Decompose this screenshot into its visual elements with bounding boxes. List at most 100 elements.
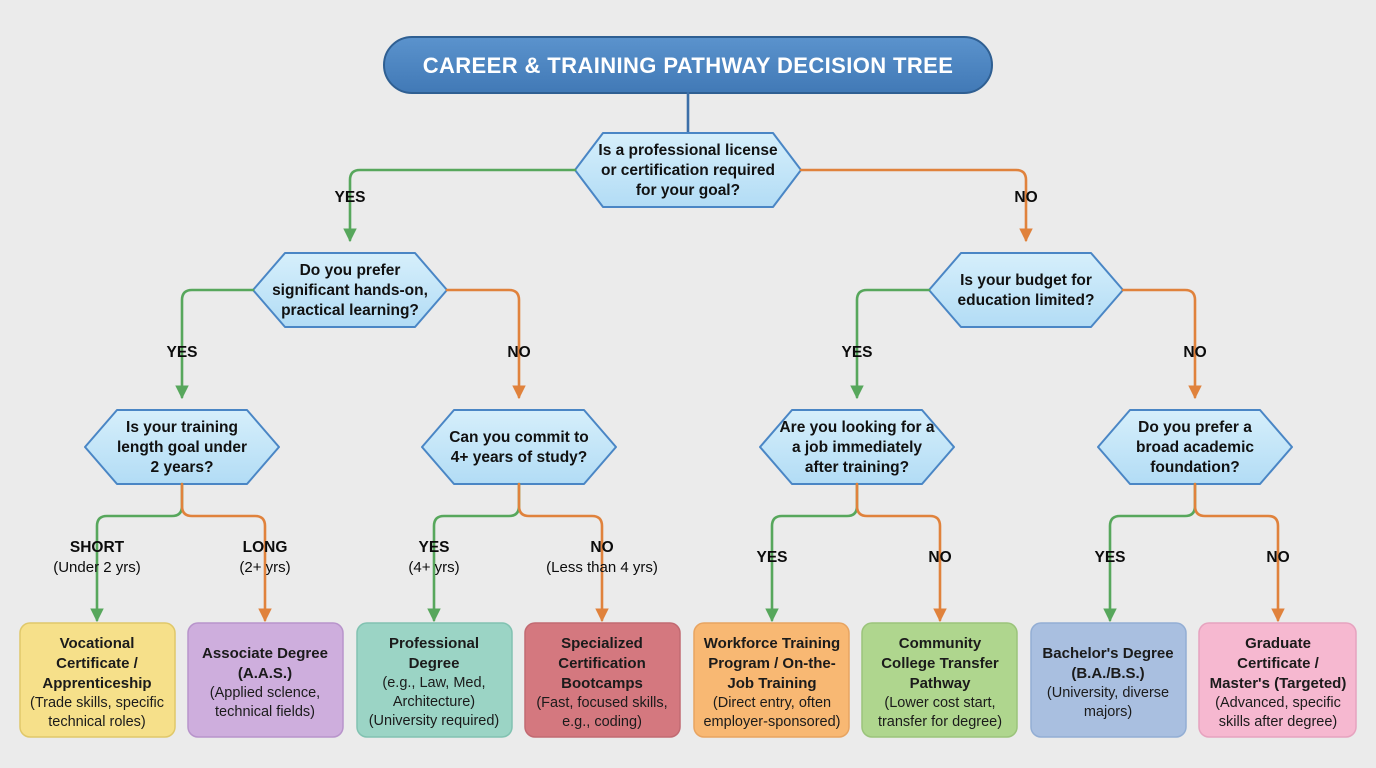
outcome-title-line-3: Apprenticeship — [42, 675, 151, 692]
decision-line-1: Is your budget for — [960, 272, 1092, 289]
decision-node-broad-academic[interactable]: Do you prefer a broad academic foundatio… — [1097, 409, 1293, 485]
outcome-graduate-certificate-masters[interactable]: Graduate Certificate / Master's (Targete… — [1198, 622, 1357, 738]
decision-line-1: Can you commit to — [449, 429, 589, 446]
edge-label-budget-yes: YES — [841, 344, 872, 361]
outcome-title-line-1: Vocational — [60, 635, 135, 652]
outcome-associate-degree[interactable]: Associate Degree (A.A.S.) (Applied sclen… — [187, 622, 344, 738]
outcome-bachelors-degree[interactable]: Bachelor's Degree (B.A./B.S.) (Universit… — [1030, 622, 1187, 738]
outcome-sub-line-2: transfer for degree) — [878, 714, 1002, 730]
outcome-title-line-2: (B.A./B.S.) — [1071, 665, 1144, 682]
outcome-professional-degree[interactable]: Professional Degree (e.g., Law, Med, Arc… — [356, 622, 513, 738]
edge-sublabel-commit-yes: (4+ yrs) — [408, 559, 459, 576]
outcome-title-line-2: Certificate / — [1237, 655, 1320, 672]
outcome-title-line-1: Graduate — [1245, 635, 1311, 652]
decision-line-1: Are you looking for a — [779, 419, 934, 436]
outcome-title-line-1: Associate Degree — [202, 645, 328, 662]
decision-node-training-length[interactable]: Is your training length goal under 2 yea… — [84, 409, 280, 485]
title-banner: CAREER & TRAINING PATHWAY DECISION TREE — [383, 36, 993, 94]
connector-handson-no — [445, 288, 526, 400]
decision-line-1: Is a professional license — [598, 142, 778, 159]
edge-label-handson-no: NO — [507, 344, 530, 361]
outcome-title-line-1: Workforce Training — [704, 635, 840, 652]
outcome-sub-line-2: skills after degree) — [1219, 714, 1337, 730]
outcome-title-line-3: Bootcamps — [561, 675, 643, 692]
outcome-box-shape — [524, 622, 681, 738]
outcome-title-line-3: Pathway — [910, 675, 972, 692]
decision-line-3: 2 years? — [151, 459, 214, 476]
outcome-specialized-certification-bootcamps[interactable]: Specialized Certification Bootcamps (Fas… — [524, 622, 681, 738]
decision-line-3: foundation? — [1150, 459, 1240, 476]
outcome-title-line-2: Certificate / — [56, 655, 139, 672]
outcome-sub-line-2: technical roles) — [48, 714, 146, 730]
decision-line-2: broad academic — [1136, 439, 1254, 456]
connector-broad-no — [1193, 482, 1285, 623]
edge-label-commit-yes: YES — [418, 539, 449, 556]
edge-label-job-yes: YES — [756, 549, 787, 566]
outcome-sub-line-1: (Direct entry, often — [713, 695, 831, 711]
outcome-title-line-2: (A.A.S.) — [238, 665, 292, 682]
outcome-sub-line-2: technical fields) — [215, 704, 315, 720]
decision-line-2: education limited? — [958, 292, 1095, 309]
connector-handson-yes — [175, 288, 255, 400]
outcome-title-line-2: College Transfer — [881, 655, 999, 672]
outcome-box-shape — [187, 622, 344, 738]
decision-line-2: a job immediately — [792, 439, 922, 456]
outcome-workforce-training-program[interactable]: Workforce Training Program / On-the- Job… — [693, 622, 850, 738]
edge-label-length-long: LONG — [243, 539, 288, 556]
edge-label-budget-no: NO — [1183, 344, 1206, 361]
decision-line-3: after training? — [805, 459, 909, 476]
outcome-box-shape — [693, 622, 850, 738]
decision-node-license-required[interactable]: Is a professional license or certificati… — [574, 132, 802, 208]
outcome-community-college-transfer-pathway[interactable]: Community College Transfer Pathway (Lowe… — [861, 622, 1018, 738]
outcome-sub-line-2: e.g., coding) — [562, 714, 642, 730]
page-title: CAREER & TRAINING PATHWAY DECISION TREE — [423, 53, 954, 78]
decision-node-job-immediately[interactable]: Are you looking for a a job immediately … — [759, 409, 955, 485]
edge-label-broad-no: NO — [1266, 549, 1289, 566]
outcome-title-line-3: Master's (Targeted) — [1210, 675, 1347, 692]
outcome-sub-line-1: (Trade skills, specific — [30, 695, 164, 711]
decision-line-3: practical learning? — [281, 302, 419, 319]
connector-root-yes — [343, 168, 577, 243]
edge-label-commit-no: NO — [590, 539, 613, 556]
decision-line-1: Do you prefer a — [1138, 419, 1252, 436]
connector-length-long — [180, 482, 272, 623]
decision-node-prefer-hands-on[interactable]: Do you prefer significant hands-on, prac… — [252, 252, 448, 328]
outcome-vocational-certificate-apprenticeship[interactable]: Vocational Certificate / Apprenticeship … — [19, 622, 176, 738]
edge-label-job-no: NO — [928, 549, 951, 566]
outcome-sub-line-2: Architecture) — [393, 694, 475, 710]
hexagon-shape — [759, 409, 955, 485]
edge-label-length-short: SHORT — [70, 539, 125, 556]
hexagon-shape — [84, 409, 280, 485]
outcome-title-line-1: Community — [899, 635, 982, 652]
outcome-sub-line-1: (Fast, focused skills, — [536, 695, 667, 711]
connector-commit-no — [517, 482, 609, 623]
edge-label-broad-yes: YES — [1094, 549, 1125, 566]
outcome-title-line-1: Professional — [389, 635, 479, 652]
decision-line-1: Is your training — [126, 419, 238, 436]
decision-node-budget-limited[interactable]: Is your budget for education limited? — [928, 252, 1124, 328]
outcome-title-line-2: Degree — [409, 655, 460, 672]
outcome-box-shape — [861, 622, 1018, 738]
outcome-sub-line-1: (Applied sclence, — [210, 685, 320, 701]
edge-sublabel-length-long: (2+ yrs) — [239, 559, 290, 576]
outcome-sub-line-3: (University required) — [369, 713, 500, 729]
edge-label-root-no: NO — [1014, 189, 1037, 206]
edge-sublabel-length-short: (Under 2 yrs) — [53, 559, 141, 576]
outcome-title-line-2: Program / On-the- — [708, 655, 836, 672]
outcome-title-line-1: Specialized — [561, 635, 643, 652]
decision-line-2: length goal under — [117, 439, 247, 456]
outcome-box-shape — [1030, 622, 1187, 738]
connector-job-no — [855, 482, 947, 623]
edge-label-root-yes: YES — [334, 189, 365, 206]
decision-line-3: for your goal? — [636, 182, 740, 199]
outcome-sub-line-1: (e.g., Law, Med, — [382, 675, 485, 691]
edge-label-handson-yes: YES — [166, 344, 197, 361]
connector-budget-no — [1121, 288, 1202, 400]
outcome-title-line-2: Certification — [558, 655, 646, 672]
decision-node-commit-4-years[interactable]: Can you commit to 4+ years of study? — [421, 409, 617, 485]
connector-root-no — [799, 168, 1033, 243]
outcome-sub-line-1: (University, diverse — [1047, 685, 1169, 701]
decision-line-1: Do you prefer — [300, 262, 401, 279]
